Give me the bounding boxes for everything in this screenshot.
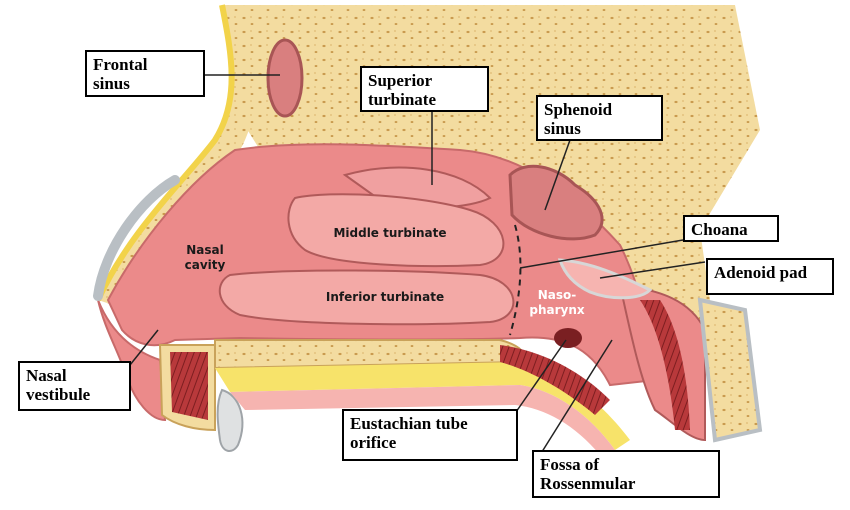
callout-choana: Choana	[683, 215, 779, 242]
leader-lines	[129, 74, 706, 456]
frontal-sinus-shape	[266, 38, 304, 118]
callout-adenoid-pad: Adenoid pad	[706, 258, 834, 295]
eustachian-orifice-shape	[554, 328, 582, 348]
cervical-bone	[697, 297, 763, 443]
label-inferior-turbinate: Inferior turbinate	[325, 290, 445, 304]
soft-palate	[500, 345, 610, 415]
callout-fossa-of-rossenmular: Fossa of Rossenmular	[532, 450, 720, 498]
sphenoid-sinus-shape	[508, 164, 604, 241]
callout-sphenoid-sinus: Sphenoid sinus	[536, 95, 663, 141]
choana-dashed-line	[509, 224, 522, 336]
lip-muscle	[170, 352, 208, 420]
nasal-vestibule-shape	[97, 299, 167, 422]
callout-nasal-vestibule: Nasal vestibule	[18, 361, 131, 411]
middle-turbinate-shape	[287, 193, 505, 268]
label-nasopharynx: Naso- pharynx	[529, 288, 585, 317]
oral-roof-yellow	[215, 362, 630, 450]
oral-roof-pink	[230, 385, 615, 455]
label-nasal-cavity: Nasal cavity	[184, 243, 226, 272]
nasal-skin-line	[95, 4, 235, 302]
label-middle-turbinate: Middle turbinate	[333, 226, 447, 240]
callout-eustachian-tube-orifice: Eustachian tube orifice	[342, 409, 518, 461]
nose-cartilage	[93, 175, 180, 301]
callout-superior-turbinate: Superior turbinate	[360, 66, 489, 112]
adenoid-pad-shape	[557, 258, 653, 300]
tooth	[216, 388, 244, 452]
callout-frontal-sinus: Frontal sinus	[85, 50, 205, 97]
pharyngeal-muscle	[640, 300, 690, 430]
inferior-turbinate-shape	[218, 269, 515, 326]
